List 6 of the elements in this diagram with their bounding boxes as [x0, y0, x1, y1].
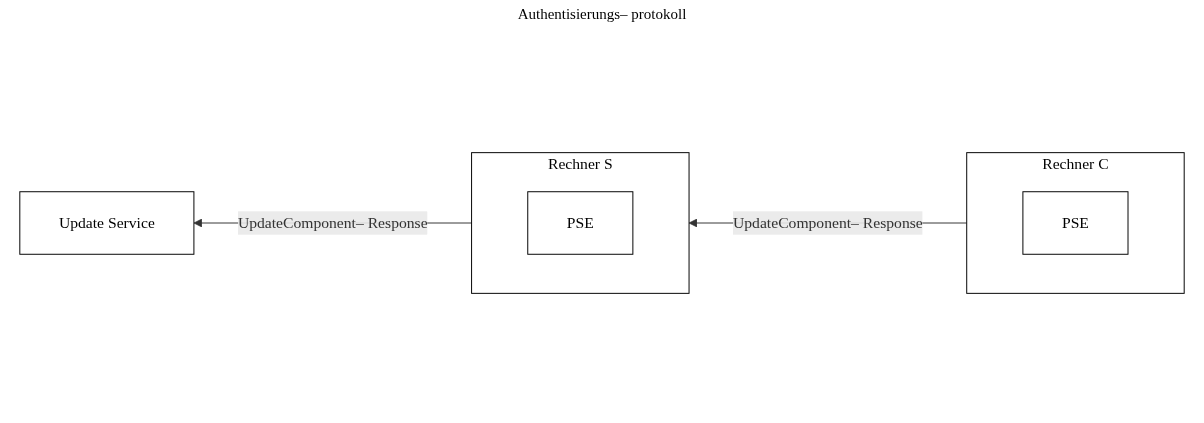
edge-label: UpdateComponent– Response [733, 214, 923, 231]
node-box: PSE [527, 191, 634, 255]
edge-label: UpdateComponent– Response [237, 214, 428, 231]
node-box: Update Service [19, 191, 195, 255]
arrow-note: Authentisierungs– protokoll [517, 6, 687, 23]
node-box: PSE [1022, 191, 1129, 255]
